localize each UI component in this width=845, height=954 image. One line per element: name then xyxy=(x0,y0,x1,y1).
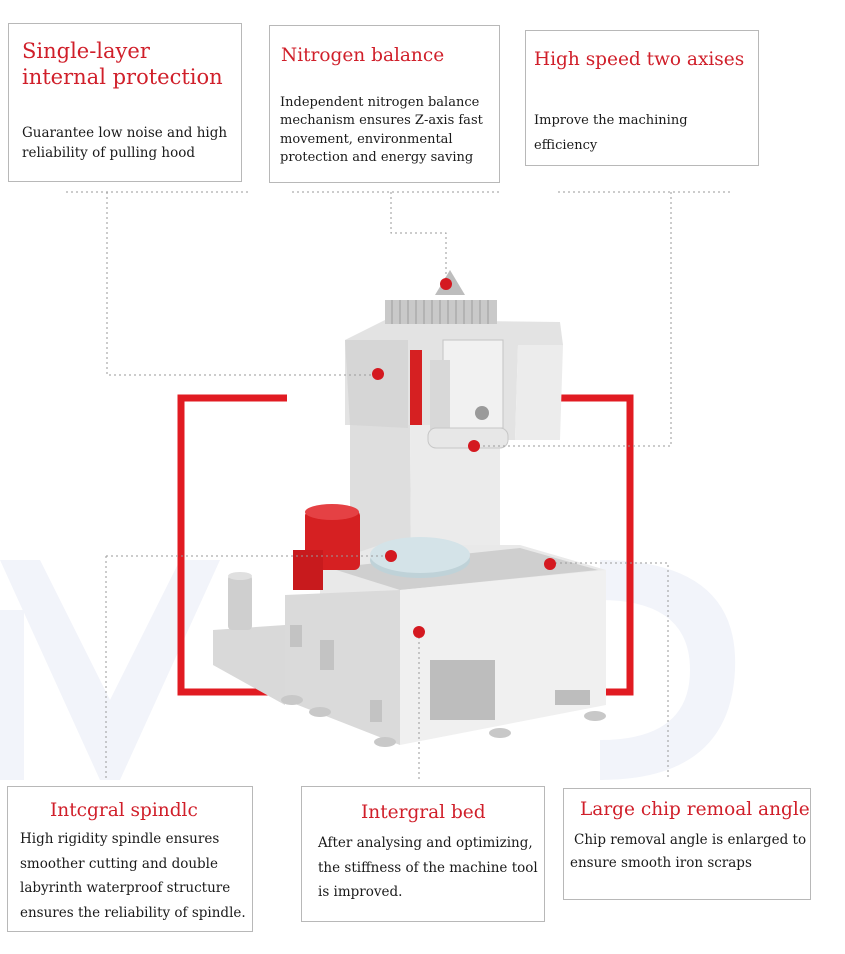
callout-large-chip-removal-angle: Large chip remoal angle Chip removal ang… xyxy=(563,788,811,900)
marker-nitrogen-balance xyxy=(440,278,452,290)
callout-body: Guarantee low noise and high reliability… xyxy=(22,125,228,162)
callout-body: Improve the machining efficiency xyxy=(534,113,688,153)
machine-body xyxy=(213,270,606,747)
marker-single-layer-protection xyxy=(372,368,384,380)
callout-body: After analysing and optimizing, the stif… xyxy=(318,835,538,901)
callout-title: Nitrogen balance xyxy=(281,45,445,66)
callout-body-line: ensure smooth iron scraps xyxy=(570,854,752,871)
callout-title: Large chip remoal angle xyxy=(580,799,810,820)
callout-body: Independent nitrogen balance mechanism e… xyxy=(280,95,483,166)
brand-watermark-icon xyxy=(0,560,736,780)
red-frame xyxy=(177,394,634,696)
marker-integral-spindle xyxy=(385,550,397,562)
callout-single-layer-protection: Single-layer internal protection Guarant… xyxy=(8,23,242,182)
callout-body: High rigidity spindle ensures smoother c… xyxy=(20,831,246,921)
marker-integral-bed xyxy=(413,626,425,638)
callout-title: High speed two axises xyxy=(534,49,745,70)
callout-title: Intergral bed xyxy=(361,802,486,823)
callout-nitrogen-balance: Nitrogen balance Independent nitrogen ba… xyxy=(269,25,500,183)
callout-high-speed-two-axes: High speed two axises Improve the machin… xyxy=(525,30,759,166)
callout-title: Single-layer internal protection xyxy=(22,39,223,90)
callout-title: Intcgral spindlc xyxy=(50,800,198,821)
callout-integral-spindle: Intcgral spindlc High rigidity spindle e… xyxy=(7,786,253,932)
leader-lines xyxy=(66,191,730,780)
callout-body: Chip removal angle is enlarged to ensure… xyxy=(570,829,810,875)
callout-body-line: Chip removal angle is enlarged to xyxy=(574,832,807,848)
marker-high-speed-axes xyxy=(468,440,480,452)
callout-integral-bed: Intergral bed After analysing and optimi… xyxy=(301,786,545,922)
feature-markers xyxy=(372,278,556,638)
marker-chip-removal xyxy=(544,558,556,570)
